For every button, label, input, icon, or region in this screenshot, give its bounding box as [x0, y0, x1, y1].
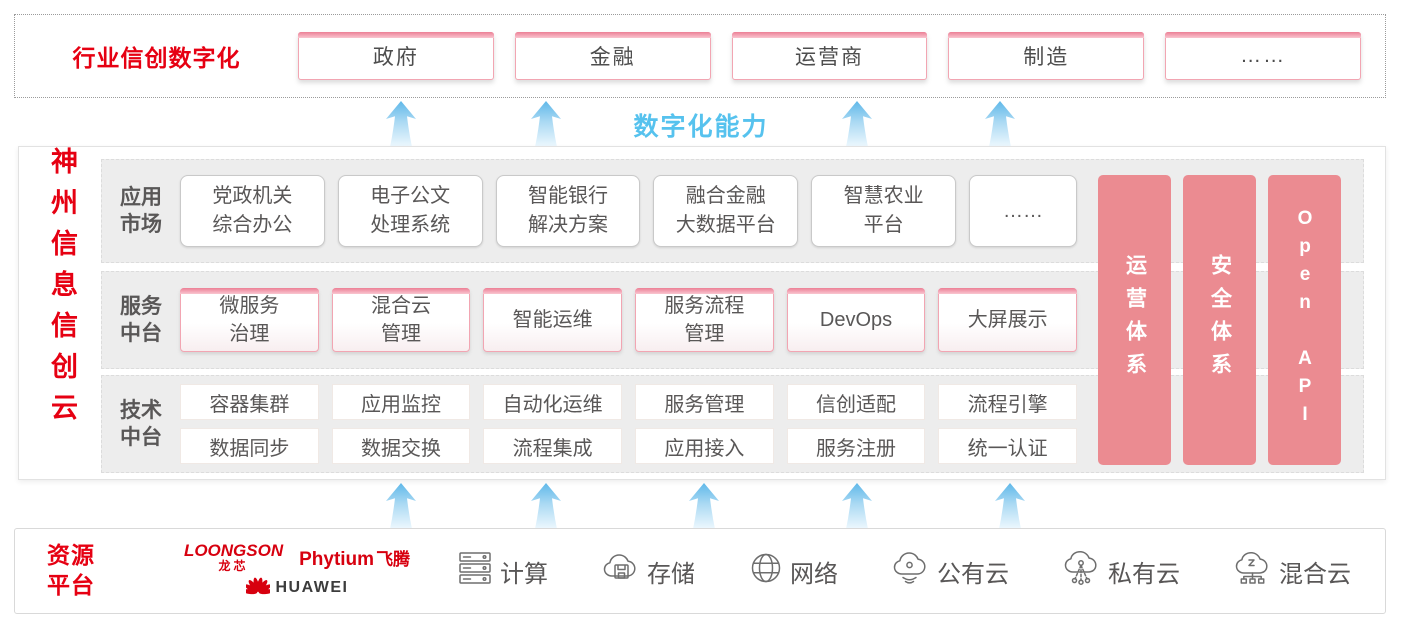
loongson-cn-label: 龙芯 [218, 559, 249, 573]
tech-box: 应用监控 [331, 384, 471, 420]
row-label-service: 服务 中台 [120, 294, 162, 345]
pillar-label: 安全体系 [1208, 254, 1232, 386]
public-cloud-icon [892, 551, 930, 592]
pillar-operation-system: 运营体系 [1098, 175, 1171, 465]
huawei-logo: HUAWEI [242, 575, 349, 600]
sector-finance: 金融 [514, 32, 711, 80]
banner-title: 行业信创数字化 [72, 45, 241, 71]
resource-network: 网络 [749, 551, 838, 592]
up-arrow-icon [383, 101, 419, 152]
app-market-items: 党政机关 综合办公 电子公文 处理系统 智能银行 解决方案 融合金融 大数据平台… [180, 160, 1077, 262]
up-arrow-icon [528, 483, 564, 534]
app-box-more: …… [968, 175, 1077, 247]
resource-label: 计算 [500, 560, 548, 588]
resource-arrow-row [0, 482, 1402, 529]
platform-panel: 神州信息信创云 应用 市场 党政机关 综合办公 电子公文 处理系统 智能银行 解… [18, 146, 1386, 480]
tech-box: 数据交换 [331, 428, 471, 464]
row-label-app-market: 应用 市场 [120, 185, 162, 236]
industry-digitalization-banner: 行业信创数字化 政府 金融 运营商 制造 …… [14, 14, 1386, 98]
tech-box: 容器集群 [180, 384, 319, 420]
up-arrow-icon [686, 483, 722, 534]
tech-box: 数据同步 [180, 428, 319, 464]
row-service-platform: 服务 中台 微服务 治理 混合云 管理 智能运维 服务流程 管理 DevOps … [101, 271, 1364, 369]
service-box: 大屏展示 [938, 288, 1078, 352]
app-box: 融合金融 大数据平台 [653, 175, 799, 247]
resource-label: 混合云 [1279, 560, 1351, 588]
row-app-market: 应用 市场 党政机关 综合办公 电子公文 处理系统 智能银行 解决方案 融合金融… [101, 159, 1364, 263]
up-arrow-icon [839, 483, 875, 534]
platform-vertical-title: 神州信息信创云 [47, 147, 77, 434]
vendor-logos: LOONGSON 龙芯 Phytium 飞腾 [167, 542, 427, 600]
huawei-flower-icon [242, 575, 273, 600]
row-label-tech: 技术 中台 [120, 398, 162, 449]
resource-label: 公有云 [937, 560, 1009, 588]
resource-label: 存储 [647, 560, 695, 588]
service-items: 微服务 治理 混合云 管理 智能运维 服务流程 管理 DevOps 大屏展示 [180, 272, 1078, 368]
app-box: 智能银行 解决方案 [495, 175, 641, 247]
storage-cloud-icon [602, 552, 640, 591]
resource-private-cloud: 私有云 [1063, 550, 1180, 592]
service-box: 混合云 管理 [331, 288, 471, 352]
up-arrow-icon [992, 483, 1028, 534]
resource-items: 计算 存储 网络 [427, 550, 1385, 592]
row-tech-platform: 技术 中台 容器集群 应用监控 自动化运维 服务管理 信创适配 流程引擎 数据同… [101, 375, 1364, 473]
resource-label: 私有云 [1108, 560, 1180, 588]
tech-box: 信创适配 [786, 384, 926, 420]
sector-more: …… [1165, 32, 1361, 80]
tech-box: 自动化运维 [483, 384, 622, 420]
phytium-logo: Phytium 飞腾 [299, 545, 410, 571]
app-box: 党政机关 综合办公 [180, 175, 325, 247]
service-box: 智能运维 [483, 288, 623, 352]
sector-manufacturing: 制造 [948, 32, 1145, 80]
resource-hybrid-cloud: 混合云 [1234, 551, 1351, 592]
pillar-open-api: Open API [1268, 175, 1341, 465]
pillar-security-system: 安全体系 [1183, 175, 1256, 465]
tech-box: 服务注册 [786, 428, 926, 464]
resource-title: 资源 平台 [47, 542, 95, 598]
sector-operator: 运营商 [731, 32, 928, 80]
up-arrow-icon [528, 101, 564, 152]
private-cloud-icon [1063, 550, 1101, 592]
up-arrow-icon [982, 101, 1018, 152]
resource-storage: 存储 [602, 552, 695, 591]
pillar-label: 运营体系 [1123, 254, 1147, 386]
sector-list: 政府 金融 运营商 制造 …… [298, 32, 1361, 80]
tech-box: 流程引擎 [938, 384, 1077, 420]
huawei-wordmark: HUAWEI [275, 578, 349, 596]
service-box: 服务流程 管理 [635, 288, 774, 352]
tech-box: 流程集成 [483, 428, 622, 464]
sector-government: 政府 [298, 32, 494, 80]
server-icon [457, 551, 493, 592]
resource-public-cloud: 公有云 [892, 551, 1009, 592]
tech-box: 统一认证 [938, 428, 1077, 464]
service-box: 微服务 治理 [180, 288, 319, 352]
tech-items: 容器集群 应用监控 自动化运维 服务管理 信创适配 流程引擎 数据同步 数据交换… [180, 384, 1077, 464]
capability-label: 数字化能力 [633, 113, 769, 141]
resource-label: 网络 [790, 560, 838, 588]
app-box: 电子公文 处理系统 [337, 175, 483, 247]
network-globe-icon [749, 551, 783, 592]
app-box: 智慧农业 平台 [811, 175, 956, 247]
loongson-wordmark: LOONGSON [183, 541, 284, 560]
service-box: DevOps [786, 288, 926, 352]
capability-arrow-row: 数字化能力 [0, 100, 1402, 147]
pillar-label: Open API [1294, 208, 1316, 432]
tech-box: 服务管理 [635, 384, 774, 420]
loongson-logo: LOONGSON 龙芯 [184, 542, 283, 572]
up-arrow-icon [839, 101, 875, 152]
phytium-wordmark: Phytium [299, 549, 375, 570]
phytium-cn-label: 飞腾 [376, 550, 411, 569]
resource-platform-panel: 资源 平台 LOONGSON 龙芯 Phytium 飞腾 [14, 528, 1386, 614]
tech-box: 应用接入 [635, 428, 774, 464]
hybrid-cloud-icon [1234, 551, 1272, 592]
up-arrow-icon [383, 483, 419, 534]
resource-compute: 计算 [457, 551, 548, 592]
